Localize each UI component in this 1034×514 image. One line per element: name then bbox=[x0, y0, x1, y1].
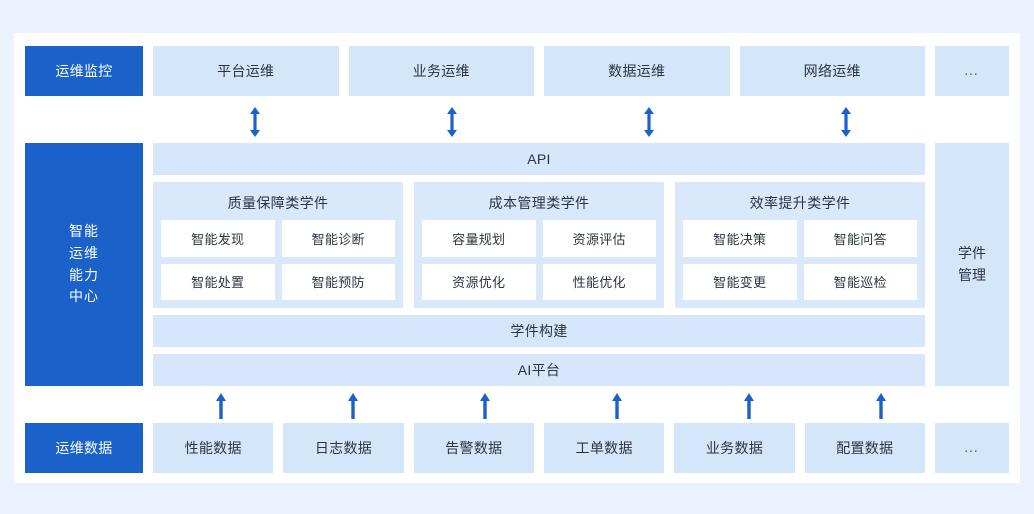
bottom-item-alarm-data[interactable]: 告警数据 bbox=[413, 423, 534, 473]
group-cost-management: 成本管理类学件 容量规划 资源评估 资源优化 性能优化 bbox=[414, 182, 664, 308]
architecture-diagram: 运维监控 平台运维 业务运维 数据运维 网络运维 … bbox=[14, 33, 1020, 483]
arrow-up-icon bbox=[610, 393, 624, 419]
bottom-item-more[interactable]: … bbox=[934, 423, 1009, 473]
arrow-up-icon bbox=[874, 393, 888, 419]
double-arrow-vertical-icon bbox=[641, 106, 657, 138]
bottom-item-log-data[interactable]: 日志数据 bbox=[283, 423, 404, 473]
core-label-text: 智能 运维 能力 中心 bbox=[69, 221, 99, 308]
chip-intelligent-qa[interactable]: 智能问答 bbox=[803, 220, 917, 257]
arrow-up-icon bbox=[346, 393, 360, 419]
chip-intelligent-discovery[interactable]: 智能发现 bbox=[161, 220, 275, 257]
core-label-line-4: 中心 bbox=[69, 288, 99, 305]
group-chip-grid: 智能决策 智能问答 智能变更 智能巡检 bbox=[683, 220, 917, 300]
chip-intelligent-change[interactable]: 智能变更 bbox=[683, 263, 797, 300]
double-arrow-vertical-icon bbox=[838, 106, 854, 138]
chip-performance-optimization[interactable]: 性能优化 bbox=[542, 263, 656, 300]
group-title: 成本管理类学件 bbox=[488, 195, 590, 211]
api-band[interactable]: API bbox=[153, 143, 925, 175]
group-title: 效率提升类学件 bbox=[749, 195, 851, 211]
chip-intelligent-diagnosis[interactable]: 智能诊断 bbox=[281, 220, 395, 257]
bottom-item-ticket-data[interactable]: 工单数据 bbox=[543, 423, 665, 473]
top-connector-strip bbox=[25, 101, 1009, 143]
row-label-ops-data[interactable]: 运维数据 bbox=[25, 423, 143, 473]
double-arrow-vertical-icon bbox=[444, 106, 460, 138]
chip-capacity-planning[interactable]: 容量规划 bbox=[422, 220, 536, 257]
top-item-data-ops[interactable]: 数据运维 bbox=[544, 46, 730, 96]
top-item-more[interactable]: … bbox=[935, 46, 1009, 96]
group-chip-grid: 智能发现 智能诊断 智能处置 智能预防 bbox=[161, 220, 395, 300]
ops-monitoring-row: 运维监控 平台运维 业务运维 数据运维 网络运维 … bbox=[25, 46, 1009, 96]
learnware-management-line-2: 管理 bbox=[958, 266, 986, 283]
ops-data-row: 运维数据 性能数据 日志数据 告警数据 工单数据 业务数据 配置数据 … bbox=[25, 423, 1009, 473]
core-content-column: API 质量保障类学件 智能发现 智能诊断 智能处置 智能预防 成本管理类学件 … bbox=[153, 143, 925, 386]
double-arrow-vertical-icon bbox=[247, 106, 263, 138]
learnware-build-band[interactable]: 学件构建 bbox=[153, 315, 925, 347]
core-label-aiops-center[interactable]: 智能 运维 能力 中心 bbox=[25, 143, 143, 386]
chip-intelligent-decision[interactable]: 智能决策 bbox=[683, 220, 797, 257]
aiops-capability-center-panel: 智能 运维 能力 中心 API 质量保障类学件 智能发现 智能诊断 智能处置 智… bbox=[25, 143, 1009, 386]
group-chip-grid: 容量规划 资源评估 资源优化 性能优化 bbox=[422, 220, 656, 300]
row-label-ops-monitoring[interactable]: 运维监控 bbox=[25, 46, 143, 96]
group-efficiency-improvement: 效率提升类学件 智能决策 智能问答 智能变更 智能巡检 bbox=[675, 182, 925, 308]
chip-resource-assessment[interactable]: 资源评估 bbox=[542, 220, 656, 257]
top-item-network-ops[interactable]: 网络运维 bbox=[739, 46, 925, 96]
core-label-line-1: 智能 bbox=[69, 223, 99, 240]
chip-intelligent-handling[interactable]: 智能处置 bbox=[161, 263, 275, 300]
ai-platform-band[interactable]: AI平台 bbox=[153, 354, 925, 386]
bottom-item-business-data[interactable]: 业务数据 bbox=[674, 423, 795, 473]
arrow-up-icon bbox=[478, 393, 492, 419]
learnware-management-column[interactable]: 学件 管理 bbox=[935, 143, 1009, 386]
arrow-up-icon bbox=[742, 393, 756, 419]
arrow-up-icon bbox=[214, 393, 228, 419]
core-label-line-3: 能力 bbox=[69, 266, 99, 283]
group-quality-assurance: 质量保障类学件 智能发现 智能诊断 智能处置 智能预防 bbox=[153, 182, 403, 308]
bottom-item-performance-data[interactable]: 性能数据 bbox=[153, 423, 274, 473]
learnware-management-text: 学件 管理 bbox=[958, 243, 986, 286]
top-item-business-ops[interactable]: 业务运维 bbox=[348, 46, 534, 96]
chip-intelligent-prevention[interactable]: 智能预防 bbox=[281, 263, 395, 300]
group-title: 质量保障类学件 bbox=[227, 195, 329, 211]
chip-intelligent-inspection[interactable]: 智能巡检 bbox=[803, 263, 917, 300]
top-item-platform-ops[interactable]: 平台运维 bbox=[153, 46, 339, 96]
core-label-line-2: 运维 bbox=[69, 244, 99, 261]
learnware-management-line-1: 学件 bbox=[958, 244, 986, 261]
bottom-item-config-data[interactable]: 配置数据 bbox=[804, 423, 925, 473]
chip-resource-optimization[interactable]: 资源优化 bbox=[422, 263, 536, 300]
bottom-connector-strip bbox=[25, 389, 1009, 423]
learnware-groups: 质量保障类学件 智能发现 智能诊断 智能处置 智能预防 成本管理类学件 容量规划… bbox=[153, 182, 925, 308]
